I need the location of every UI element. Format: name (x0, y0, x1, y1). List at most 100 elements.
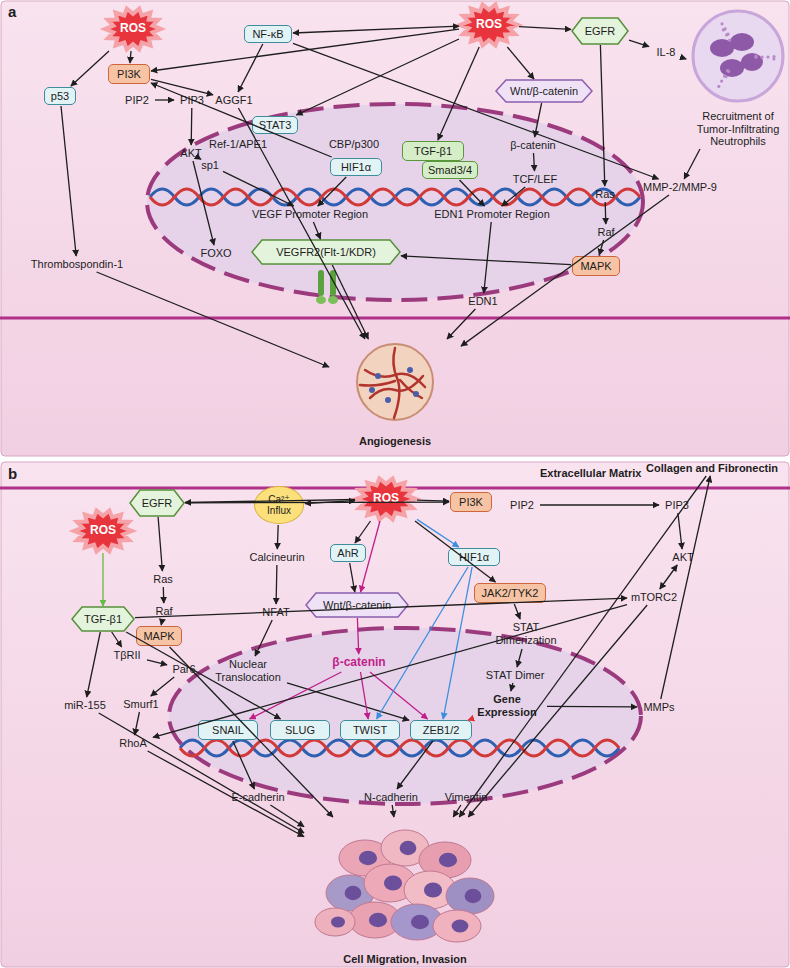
node-text: ZEB1/2 (423, 724, 460, 737)
dna-strand (180, 740, 619, 756)
node-text: ROS (476, 18, 502, 32)
node-text: MAPK (143, 630, 174, 643)
connector-arrow (233, 741, 255, 789)
text-wrap: AKT (672, 551, 693, 564)
angiogenesis-vessel: Angiogenesis (330, 340, 460, 448)
text-wrap: ZEB1/2 (423, 724, 460, 737)
text-node: FOXO (198, 246, 234, 260)
text-wrap: JAK2/TYK2 (482, 587, 539, 600)
granule (720, 80, 723, 83)
connector-arrow (517, 649, 522, 667)
text-wrap: PI3K (117, 68, 141, 81)
text-wrap: PIP2 (125, 94, 149, 107)
text-wrap: Cell Migration, Invasion (343, 953, 466, 966)
text-node: sp1 (198, 158, 222, 172)
node-text: TβRII (113, 649, 140, 662)
node-text: EDN1 Promoter Region (434, 208, 550, 221)
text-node: Ras (150, 572, 176, 586)
text-wrap: HIF1α (459, 551, 489, 564)
connector-arrow (151, 79, 213, 94)
connector-arrow (417, 500, 449, 501)
tumor-cells-drawing (305, 818, 505, 946)
receptor-domain (316, 296, 326, 304)
vessel-drawing (330, 340, 460, 424)
connector-arrow (223, 171, 294, 206)
connector-arrow (318, 177, 346, 206)
connector-arrow (355, 521, 371, 543)
text-wrap: STAT Dimer (486, 669, 545, 682)
node-text: Cell Migration, Invasion (343, 953, 466, 966)
node-text: HIF1α (341, 161, 371, 174)
blood-vessel (400, 380, 422, 398)
cell-nucleus (452, 920, 469, 933)
text-node: E-cadherin (226, 790, 290, 804)
connector-arrow (417, 519, 459, 547)
connector-arrow (535, 103, 542, 137)
granule (728, 38, 731, 41)
dna-strand (180, 740, 619, 756)
text-node: AGGF1 (214, 93, 254, 107)
connector-arrow (350, 563, 355, 592)
node-text: Calcineurin (249, 551, 304, 564)
granule (754, 56, 757, 59)
cell-nucleus (465, 889, 482, 903)
receptor-hexagon: VEGFR2(Flt-1/KDR) (252, 240, 400, 264)
text-wrap: TGF-β1 (414, 145, 452, 158)
connector-arrow (534, 153, 535, 171)
text-wrap: ROS (90, 524, 116, 538)
text-wrap: VEGF Promoter Region (252, 208, 368, 221)
text-wrap: Par6 (172, 663, 195, 676)
connector-arrow (97, 272, 329, 367)
connector-arrow (683, 58, 687, 59)
text-wrap: p53 (51, 90, 69, 103)
node-text: TCF/LEF (513, 173, 558, 186)
node-text: β-catenin (510, 139, 555, 152)
text-node: Collagen and Fibronectin (636, 461, 788, 475)
connector-arrow (599, 240, 603, 255)
tumor-cell (315, 908, 355, 936)
connector-arrow (377, 567, 468, 719)
text-wrap: N-cadherin (364, 791, 418, 804)
node-text: p53 (51, 90, 69, 103)
granule (772, 57, 775, 60)
starburst-glow (105, 9, 161, 50)
connector-arrow (102, 553, 103, 606)
node-text: Ref-1/APE1 (209, 138, 267, 151)
text-wrap: VEGFR2(Flt-1/KDR) (276, 246, 376, 259)
text-node: PIP3 (175, 93, 209, 107)
connector-arrow (293, 26, 459, 33)
cell-nucleus (369, 913, 387, 927)
process-box: HIF1α (448, 548, 500, 566)
node-text: ROS (373, 492, 399, 506)
text-wrap: β-catenin (332, 656, 385, 670)
connector-arrow (605, 202, 607, 224)
nucleus (147, 104, 643, 300)
text-node: TCF/LEF (510, 172, 560, 186)
text-wrap: MMPs (643, 701, 674, 714)
node-text: Ras (595, 188, 615, 201)
kinase-box: MAPK (572, 256, 620, 276)
text-wrap: Raf (155, 605, 172, 618)
node-text: TGF-β1 (414, 145, 452, 158)
text-wrap: miR-155 (64, 699, 106, 712)
connector-arrow (678, 513, 682, 549)
connector-arrow (660, 565, 677, 589)
text-wrap: Thrombospondin-1 (31, 258, 123, 271)
endothelial-cell (407, 367, 413, 373)
text-wrap: STAT Dimerization (486, 621, 566, 646)
node-text: AKT (672, 551, 693, 564)
connector-arrow (61, 106, 76, 256)
growth-factor-box: TGF-β1 (402, 141, 464, 161)
text-wrap: PI3K (459, 496, 483, 509)
text-node: β-catenin (316, 655, 402, 671)
text-wrap: AGGF1 (215, 94, 252, 107)
connector-arrow (361, 672, 369, 719)
connector-arrow (277, 525, 279, 549)
connector-arrow (287, 683, 409, 720)
node-text: Ca²⁺ Influx (255, 494, 303, 517)
node-text: HIF1α (459, 551, 489, 564)
text-wrap: EDN1 Promoter Region (434, 208, 550, 221)
connector-arrow (275, 565, 277, 604)
text-wrap: Vimentin (445, 791, 488, 804)
